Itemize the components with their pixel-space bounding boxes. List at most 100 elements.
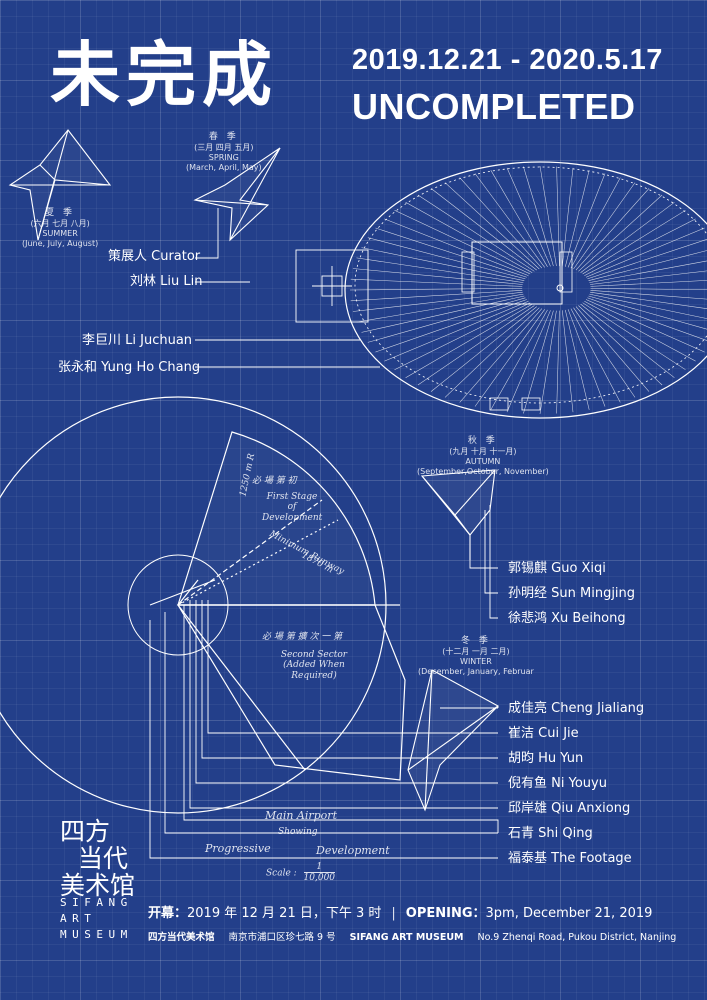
runway-ray: [444, 182, 540, 270]
runway-ray: [375, 299, 527, 353]
runway-ray: [567, 173, 606, 268]
curator-name: 刘林 Liu Lin: [130, 274, 203, 289]
runway-ray: [361, 295, 525, 333]
runway-ray: [584, 218, 696, 276]
runway-ray: [562, 167, 574, 267]
runway-ray: [580, 303, 675, 378]
runway-ray: [384, 300, 529, 362]
progressive-note: Progressive: [205, 842, 271, 855]
museum-logo-english: SIFANG ART MUSEUM: [60, 896, 133, 941]
runway-ray: [394, 302, 531, 370]
runway-ray: [590, 280, 707, 287]
showing-note: Showing: [278, 827, 318, 837]
sub-square: [295, 249, 369, 323]
runway-ray: [506, 167, 551, 267]
runway-ray: [417, 305, 535, 386]
runway-ray: [356, 257, 524, 283]
exhibition-dates: 2019.12.21 - 2020.5.17: [352, 44, 663, 76]
runway-ray: [573, 182, 636, 270]
runway-ray: [590, 288, 707, 291]
runway-ray: [384, 218, 529, 276]
runway-ray: [582, 302, 686, 370]
autumn-shape: [420, 469, 496, 560]
runway-ray: [587, 239, 707, 280]
runway-ray: [590, 290, 707, 300]
runway-ray: [588, 295, 707, 330]
runway-ray: [573, 307, 636, 398]
curator-label: 策展人 Curator: [108, 249, 201, 264]
runway-ray: [444, 307, 540, 398]
runway-ray: [361, 247, 525, 281]
runway-ray: [589, 293, 707, 319]
opening-info: 开幕：2019 年 12 月 21 日，下午 3 时|OPENING：3pm, …: [148, 906, 653, 921]
runway-ray: [430, 188, 537, 271]
title-english: UNCOMPLETED: [352, 86, 636, 127]
leader-lines-left: [195, 208, 380, 368]
artist-name: 崔洁 Cui Jie: [508, 726, 579, 741]
artist-name: 成佳亮 Cheng Jialiang: [508, 701, 645, 716]
runway-ray: [367, 297, 526, 343]
runway-ray: [575, 188, 650, 271]
stage1-cn-note: 必 場 第 初: [252, 476, 297, 486]
sector2-en-note: Second Sector (Added When Required): [280, 650, 348, 681]
runway-ray: [584, 300, 696, 362]
runway-ray: [585, 227, 705, 278]
artist-name: 张永和 Yung Ho Chang: [58, 360, 201, 375]
runway-ray: [375, 227, 527, 278]
runway-ray: [523, 310, 554, 414]
development-note: Development: [316, 844, 390, 857]
runway-ray: [556, 310, 560, 414]
stage1-en-note: First Stage of Development: [262, 492, 323, 523]
runway-ray: [350, 290, 523, 302]
runway-ray: [539, 310, 557, 415]
runway-ray: [590, 270, 707, 285]
winter-shape: [407, 669, 499, 812]
runway-ray: [349, 288, 523, 291]
artist-name: 徐悲鸿 Xu Beihong: [508, 611, 626, 626]
artist-name: 邱岸雄 Qiu Anxiong: [508, 801, 631, 816]
season-autumn-label: 秋 季 (九月 十月 十一月) AUTUMN (September,Octobe…: [417, 436, 549, 477]
scale-note: Scale : 1 10,000: [266, 862, 336, 884]
runway-ray: [352, 291, 523, 312]
season-winter-label: 冬 季 (十二月 一月 二月) WINTER (December, Januar…: [418, 636, 534, 677]
artist-name: 李巨川 Li Juchuan: [82, 333, 193, 348]
summer-star-shape: [8, 129, 112, 241]
runway-ray: [589, 260, 707, 283]
runway-ray: [459, 308, 543, 403]
runway-ray: [570, 177, 621, 269]
runway-ray: [587, 297, 707, 341]
artist-name: 倪有鱼 Ni Youyu: [508, 776, 607, 791]
runway-ray: [562, 310, 574, 413]
runway-ray: [394, 210, 531, 275]
runway-ray: [580, 202, 675, 273]
season-summer-label: 夏 季 (六月 七月 八月) SUMMER (June, July, Augus…: [22, 208, 99, 249]
main-airport-note: Main Airport: [265, 809, 337, 822]
spring-star-shape: [193, 147, 281, 242]
leader-lines-right: [149, 505, 499, 859]
artist-name: 福泰基 The Footage: [508, 851, 632, 866]
airport-oval: [344, 161, 707, 419]
artist-name: 孙明经 Sun Mingjing: [508, 586, 636, 601]
runway-ray: [490, 170, 548, 267]
runway-ray: [506, 310, 551, 413]
artist-name: 石青 Shi Qing: [508, 826, 593, 841]
runway-ray: [459, 177, 543, 269]
runway-ray: [539, 165, 557, 267]
runway-ray: [556, 166, 560, 267]
runway-ray: [582, 210, 686, 275]
season-spring-label: 春 季 (三月 四月 五月) SPRING (March, April, May…: [186, 132, 262, 173]
runway-ray: [405, 202, 533, 273]
progressive-plan: [0, 396, 406, 814]
runway-ray: [567, 309, 606, 407]
runway-ray: [350, 278, 523, 287]
runway-ray: [565, 170, 590, 267]
museum-logo-chinese: 四方 当代 美术馆: [60, 817, 136, 900]
runway-ray: [367, 237, 526, 280]
runway-ray: [417, 194, 535, 272]
runway-ray: [405, 303, 533, 378]
runway-ray: [588, 250, 707, 281]
title-chinese: 未完成: [50, 34, 278, 116]
sector2-cn-note: 必 場 第 擴 次 一 第: [262, 632, 343, 642]
